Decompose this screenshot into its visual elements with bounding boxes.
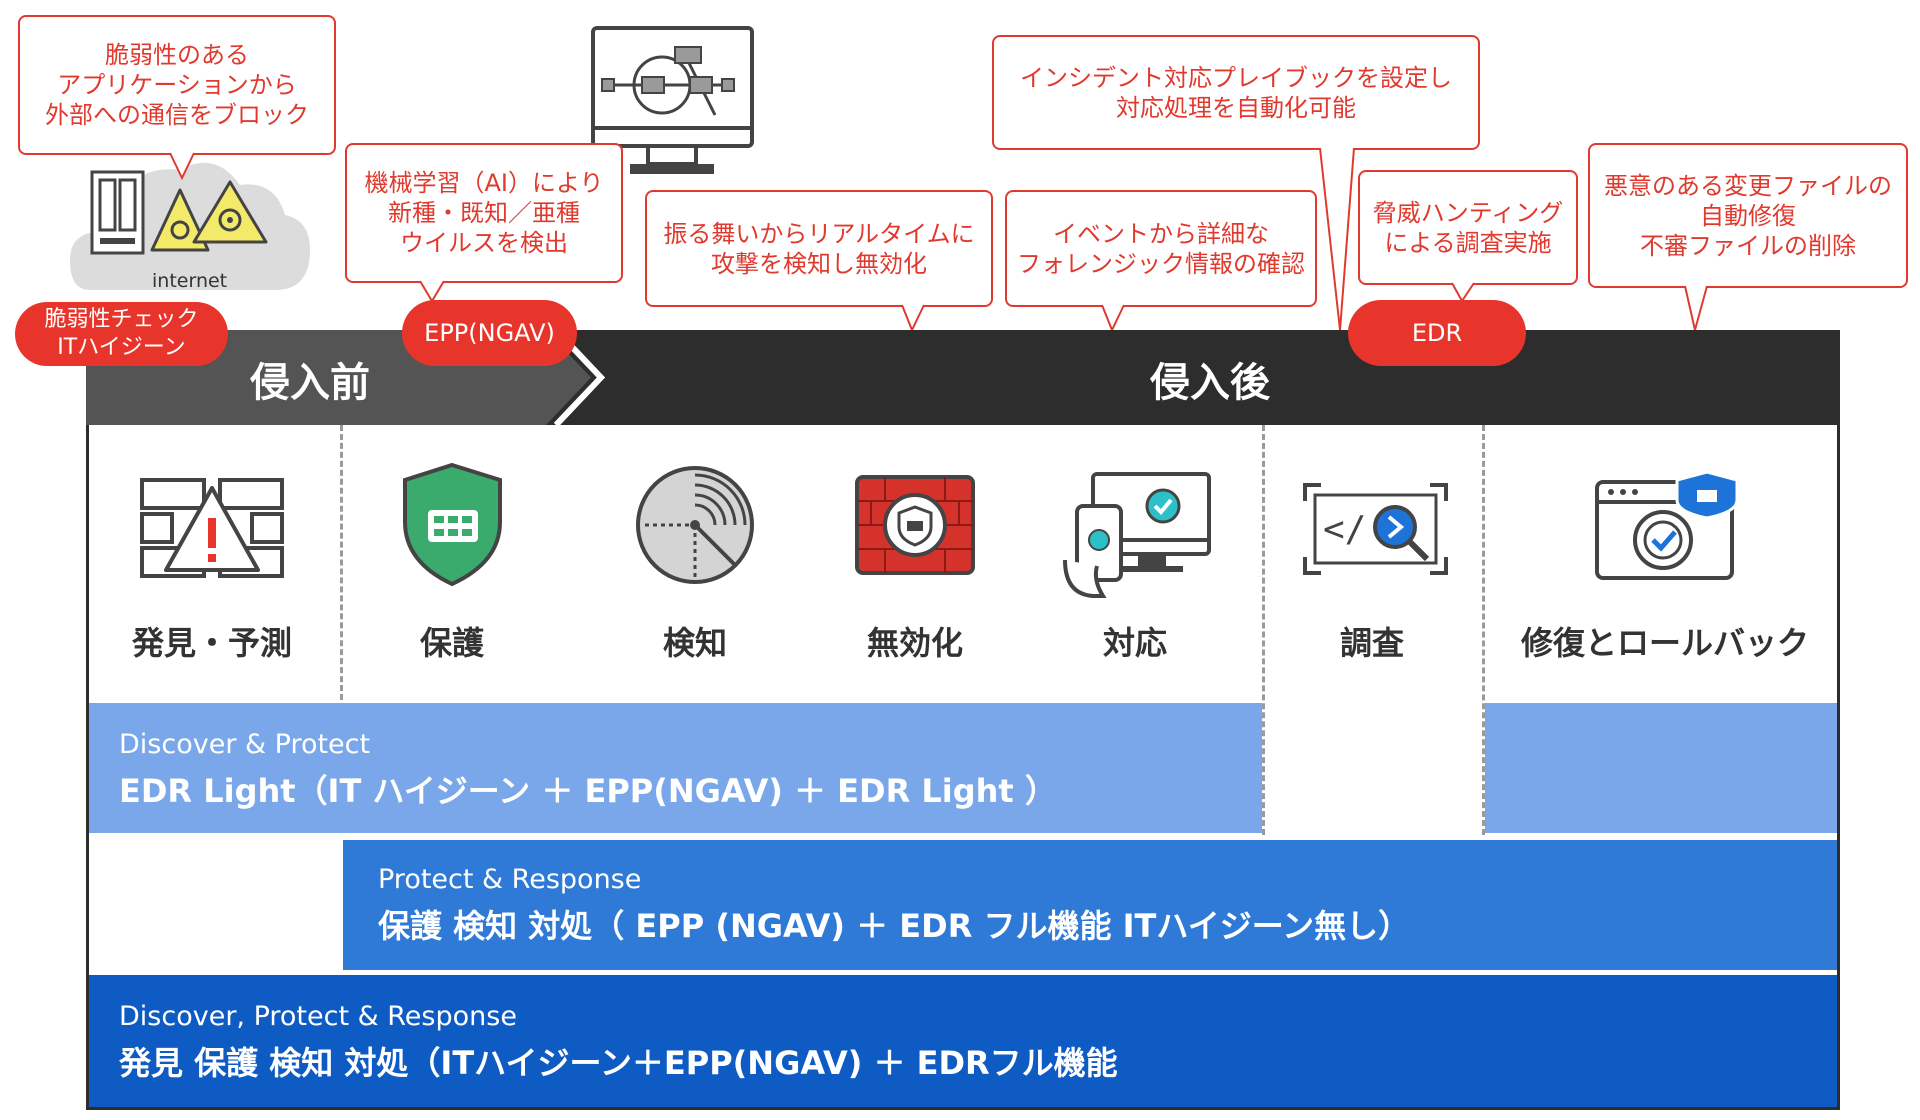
band-discover-protect-response: Discover, Protect & Response 発見 保護 検知 対処… xyxy=(89,975,1837,1107)
stage-protect: 保護 xyxy=(419,624,484,662)
pill-it-hygiene: 脆弱性チェック ITハイジーン xyxy=(15,302,228,366)
phase-after-label: 侵入後 xyxy=(1150,360,1270,406)
callout-forensic: イベントから詳細な フォレンジック情報の確認 xyxy=(1005,190,1317,307)
warning-grid-icon xyxy=(140,478,285,582)
callout-tail xyxy=(1684,285,1708,331)
band-protect-response: Protect & Response 保護 検知 対処（ EPP (NGAV) … xyxy=(343,840,1837,970)
callout-repair: 悪意のある変更ファイルの 自動修復 不審ファイルの削除 xyxy=(1588,143,1908,288)
callout-vuln-block: 脆弱性のある アプリケーションから 外部への通信をブロック xyxy=(18,15,336,155)
band-discover-protect-response-title: 発見 保護 検知 対処（ITハイジーン＋EPP(NGAV) ＋ EDRフル機能 xyxy=(119,1044,1118,1082)
radar-icon xyxy=(635,465,755,589)
callout-tail xyxy=(169,152,195,181)
pill-epp: EPP(NGAV) xyxy=(402,300,577,366)
stage-discover-predict: 発見・予測 xyxy=(131,624,292,662)
cloud-label: internet xyxy=(152,270,228,292)
pill-edr: EDR xyxy=(1348,300,1526,366)
stage-neutralize: 無効化 xyxy=(866,624,963,662)
band-discover-protect: Discover & Protect EDR Light（IT ハイジーン ＋ … xyxy=(89,703,1262,833)
shield-icon xyxy=(400,462,505,591)
divider xyxy=(340,425,343,700)
callout-behavior: 振る舞いからリアルタイムに 攻撃を検知し無効化 xyxy=(645,190,993,307)
code-search-icon: </ xyxy=(1303,483,1448,579)
monitor-network-icon xyxy=(590,25,755,184)
device-check-icon xyxy=(1063,470,1213,604)
stage-repair-rollback: 修復とロールバック xyxy=(1520,624,1809,662)
stage-investigate: 調査 xyxy=(1339,624,1404,662)
browser-repair-icon xyxy=(1595,470,1740,586)
band-protect-response-title: 保護 検知 対処（ EPP (NGAV) ＋ EDR フル機能 ITハイジーン無… xyxy=(378,907,1411,945)
band-discover-protect-response-subtitle: Discover, Protect & Response xyxy=(119,1001,517,1032)
firewall-icon xyxy=(855,475,975,579)
phase-before-label: 侵入前 xyxy=(250,360,370,406)
callout-hunting: 脅威ハンティング による調査実施 xyxy=(1358,170,1578,285)
stage-detect: 検知 xyxy=(662,624,727,662)
biohazard-icon xyxy=(150,180,270,274)
server-icon xyxy=(90,170,145,259)
callout-playbook: インシデント対応プレイブックを設定し 対応処理を自動化可能 xyxy=(992,35,1480,150)
band-protect-response-subtitle: Protect & Response xyxy=(378,864,642,895)
callout-ml: 機械学習（AI）により 新種・既知／亜種 ウイルスを検出 xyxy=(345,143,623,283)
band-discover-protect-title: EDR Light（IT ハイジーン ＋ EPP(NGAV) ＋ EDR Lig… xyxy=(119,772,1057,810)
svg-text:</: </ xyxy=(1323,509,1366,550)
divider xyxy=(1262,425,1265,835)
band-discover-protect-subtitle: Discover & Protect xyxy=(119,729,371,760)
stage-respond: 対応 xyxy=(1102,624,1167,662)
divider xyxy=(1482,425,1485,835)
band-discover-protect-right xyxy=(1485,703,1837,833)
